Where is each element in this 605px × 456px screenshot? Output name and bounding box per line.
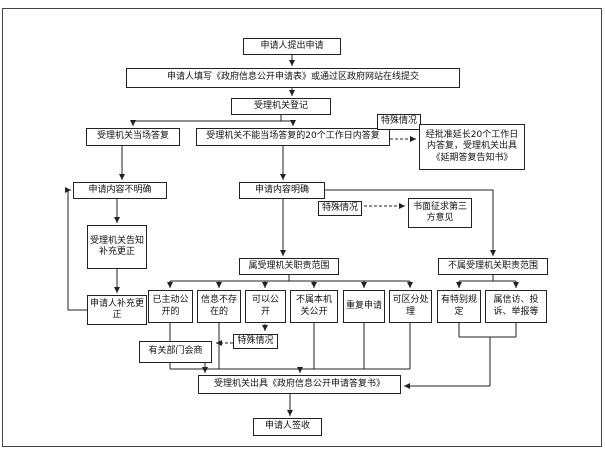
node-notify-supplement: 受理机关告知补充更正 bbox=[87, 225, 147, 269]
node-within-duty-scope: 属受理机关职责范围 bbox=[239, 258, 339, 275]
node-not-this-authority: 不属本机关公开 bbox=[290, 290, 338, 323]
node-special-case-2: 特殊情况 bbox=[318, 201, 362, 216]
node-applicant-sign: 申请人签收 bbox=[253, 418, 322, 436]
node-outside-duty-scope: 不属受理机关职责范围 bbox=[438, 258, 548, 275]
node-third-party-opinion: 书面征求第三方意见 bbox=[408, 198, 472, 228]
node-register: 受理机关登记 bbox=[231, 98, 331, 115]
node-fill-form: 申请人填写《政府信息公开申请表》或通过区政府网站在线提交 bbox=[126, 68, 460, 88]
node-separable-handling: 可区分处理 bbox=[389, 290, 432, 323]
node-special-case-1: 特殊情况 bbox=[377, 114, 421, 130]
node-submit: 申请人提出申请 bbox=[243, 38, 341, 55]
node-special-provision: 有特别规定 bbox=[437, 290, 481, 323]
node-extension-notice: 经批准延长20个工作日内答复，受理机关出具《延期答复告知书》 bbox=[419, 124, 525, 170]
node-petition-complaint: 属信访、投诉、举报等 bbox=[485, 290, 547, 323]
node-repeat-application: 重复申请 bbox=[343, 290, 385, 323]
node-onspot-reply: 受理机关当场答复 bbox=[86, 128, 180, 146]
node-special-case-3: 特殊情况 bbox=[233, 334, 278, 349]
node-reply-within-20-days: 受理机关不能当场答复的20个工作日内答复 bbox=[196, 128, 390, 146]
node-content-clear: 申请内容明确 bbox=[239, 182, 325, 199]
node-applicant-supplement: 申请人补充更正 bbox=[87, 295, 147, 325]
node-info-not-exist: 信息不存在的 bbox=[197, 290, 241, 323]
node-department-consultation: 有关部门会商 bbox=[139, 341, 212, 363]
node-can-disclose: 可以公开 bbox=[245, 290, 286, 323]
node-content-unclear: 申请内容不明确 bbox=[73, 182, 167, 199]
node-already-public: 已主动公开的 bbox=[148, 290, 193, 323]
node-reply-document: 受理机关出具《政府信息公开申请答复书》 bbox=[198, 375, 401, 394]
